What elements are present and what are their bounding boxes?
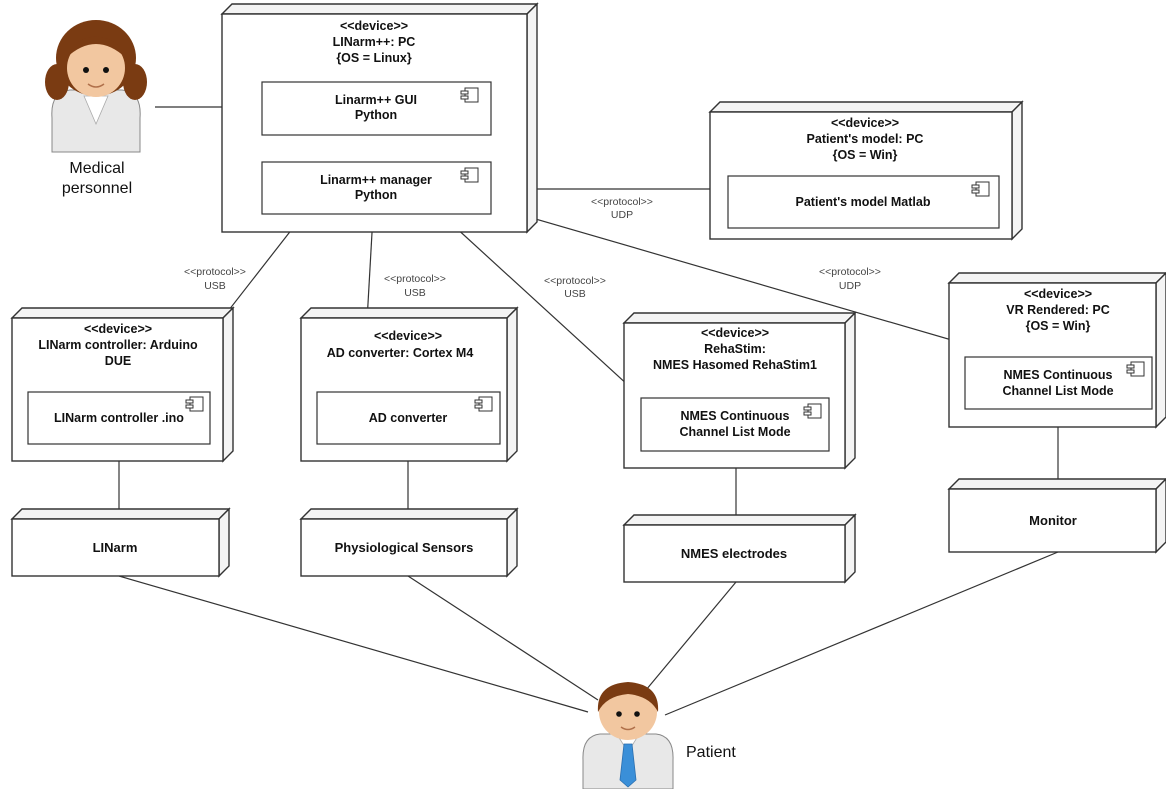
component-icon (971, 181, 990, 197)
link-electrodes-patient (645, 581, 737, 691)
component-icon (185, 396, 204, 412)
hardware-linarm: LINarm (10, 507, 231, 578)
protocol-udp-model-name: UDP (611, 209, 633, 221)
component-nmes-reha: NMES Continuous Channel List Mode (640, 397, 830, 452)
node-patient-model-stereotype: <<device>> (831, 116, 899, 130)
component-manager-lang: Python (355, 188, 397, 202)
medical-personnel-label-1: Medical (69, 160, 124, 177)
protocol-usb-ad-name: USB (404, 287, 426, 299)
patient-icon (582, 682, 674, 789)
node-controller-board: DUE (105, 354, 131, 368)
hardware-monitor: Monitor (947, 478, 1166, 554)
node-vr-stereotype: <<device>> (1024, 287, 1092, 301)
node-linarm-pc-name: LINarm++: PC (333, 35, 416, 49)
node-linarm-pc-os: {OS = Linux} (336, 51, 412, 65)
component-manager: Linarm++ manager Python (261, 161, 492, 215)
node-ad-name: AD converter: Cortex M4 (327, 346, 474, 360)
node-controller-name: LINarm controller: Arduino (38, 338, 198, 352)
protocol-usb-controller-name: USB (204, 280, 226, 292)
hardware-sensors-label: Physiological Sensors (335, 540, 474, 555)
medical-personnel-label-2: personnel (62, 180, 132, 197)
component-icon (460, 87, 479, 103)
node-patient-model-os: {OS = Win} (833, 148, 898, 162)
node-rehastim-stereotype: <<device>> (701, 326, 769, 340)
node-ad-stereotype: <<device>> (374, 329, 442, 343)
node-patient-model-name: Patient's model: PC (807, 132, 924, 146)
hardware-monitor-label: Monitor (1029, 513, 1077, 528)
component-nmes-vr-line2: Channel List Mode (1002, 384, 1113, 398)
component-icon (1126, 361, 1145, 377)
protocol-usb-reha-stereo: <<protocol>> (544, 275, 606, 287)
component-ad-name: AD converter (369, 411, 448, 425)
component-gui: Linarm++ GUI Python (261, 81, 492, 136)
patient-label: Patient (686, 744, 736, 761)
protocol-usb-reha-name: USB (564, 288, 586, 300)
link-manager-rehastim (442, 215, 641, 397)
hardware-sensors: Physiological Sensors (299, 507, 519, 578)
component-icon (803, 403, 822, 419)
node-controller-stereotype: <<device>> (84, 322, 152, 336)
component-nmes-vr-line1: NMES Continuous (1003, 368, 1112, 382)
node-rehastim-model: NMES Hasomed RehaStim1 (653, 358, 817, 372)
component-controller-ino-name: LINarm controller .ino (54, 411, 184, 425)
component-icon (460, 167, 479, 183)
node-vr-os: {OS = Win} (1026, 319, 1091, 333)
link-manager-vr (490, 205, 1010, 357)
protocol-udp-model-stereo: <<protocol>> (591, 196, 653, 208)
node-rehastim-name: RehaStim: (704, 342, 766, 356)
protocol-udp-vr-name: UDP (839, 280, 861, 292)
component-controller-ino: LINarm controller .ino (27, 391, 211, 445)
component-icon (474, 396, 493, 412)
node-vr-name: VR Rendered: PC (1006, 303, 1110, 317)
component-matlab: Patient's model Matlab (727, 175, 1000, 229)
hardware-electrodes: NMES electrodes (622, 513, 857, 584)
node-linarm-pc-stereotype: <<device>> (340, 19, 408, 33)
component-nmes-reha-line1: NMES Continuous (680, 409, 789, 423)
protocol-udp-vr-stereo: <<protocol>> (819, 266, 881, 278)
protocol-usb-ad-stereo: <<protocol>> (384, 273, 446, 285)
hardware-electrodes-label: NMES electrodes (681, 546, 787, 561)
medical-personnel-icon (45, 20, 147, 153)
hardware-linarm-label: LINarm (93, 540, 138, 555)
link-sensors-patient (407, 575, 599, 701)
component-gui-lang: Python (355, 108, 397, 122)
connections (118, 106, 1059, 716)
component-nmes-vr: NMES Continuous Channel List Mode (964, 356, 1153, 410)
component-matlab-name: Patient's model Matlab (796, 195, 931, 209)
link-monitor-patient (664, 551, 1059, 716)
component-nmes-reha-line2: Channel List Mode (679, 425, 790, 439)
component-manager-name: Linarm++ manager (320, 173, 432, 187)
link-linarm-patient (118, 575, 589, 713)
protocol-usb-controller-stereo: <<protocol>> (184, 266, 246, 278)
component-gui-name: Linarm++ GUI (335, 93, 417, 107)
component-ad: AD converter (316, 391, 501, 445)
